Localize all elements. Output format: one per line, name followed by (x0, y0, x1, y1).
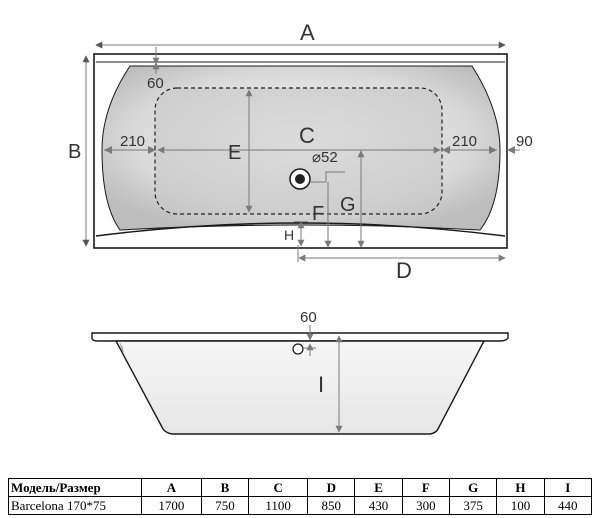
dim-210-right-arrow-a (442, 146, 450, 154)
header-a: A (141, 478, 202, 497)
label-e: E (228, 142, 241, 164)
cell-h: 100 (496, 496, 545, 515)
bathtub-drawing: A B 60 210 210 90 C E ⌀52 G (68, 20, 533, 435)
cell-c: 1100 (248, 496, 309, 515)
dim-top-offset: 60 (147, 75, 164, 92)
header-c: C (248, 478, 309, 497)
side-body (114, 340, 486, 435)
spec-table: Модель/Размер A B C D E F G H I Barcelon… (8, 478, 593, 515)
cell-b: 750 (200, 496, 250, 515)
side-dim-top-offset: 60 (300, 309, 317, 326)
header-model: Модель/Размер (8, 478, 142, 497)
drain-inner (295, 174, 305, 184)
cell-i: 440 (543, 496, 593, 515)
label-b: B (68, 141, 81, 163)
dim-210-left-arrow-b (148, 146, 156, 154)
label-h: H (284, 227, 294, 243)
header-i: I (543, 478, 593, 497)
label-i: I (318, 372, 324, 397)
side-rim (91, 332, 509, 342)
cell-g: 375 (448, 496, 498, 515)
header-h: H (496, 478, 545, 497)
header-d: D (307, 478, 356, 497)
spec-table-header: Модель/Размер A B C D E F G H I (8, 478, 593, 497)
cell-model: Barcelona 170*75 (8, 496, 142, 515)
header-f: F (401, 478, 451, 497)
table-row: Barcelona 170*75 1700 750 1100 850 430 3… (8, 496, 593, 515)
top-view: A B 60 210 210 90 C E ⌀52 G (68, 20, 533, 283)
header-g: G (448, 478, 498, 497)
dim-drain-diameter: ⌀52 (312, 149, 338, 166)
header-e: E (354, 478, 403, 497)
cell-e: 430 (354, 496, 403, 515)
dim-210-left-arrow-a (104, 146, 112, 154)
label-g: G (340, 194, 356, 216)
dim-right-offset: 210 (452, 133, 477, 150)
side-overflow (292, 343, 304, 355)
tub-floor-outline (154, 87, 443, 215)
dim-rim-right: 90 (516, 133, 533, 150)
label-d: D (396, 258, 412, 283)
drain-leader (311, 171, 345, 183)
cell-f: 300 (401, 496, 451, 515)
dim-left-offset: 210 (120, 133, 145, 150)
cell-a: 1700 (141, 496, 202, 515)
label-f: F (312, 203, 324, 225)
side-inner-curve (119, 342, 124, 353)
side-view: 60 I (91, 309, 509, 435)
dim-210-right-arrow-b (489, 146, 497, 154)
label-a: A (300, 20, 315, 45)
header-b: B (200, 478, 250, 497)
cell-d: 850 (307, 496, 356, 515)
label-c: C (299, 123, 315, 148)
